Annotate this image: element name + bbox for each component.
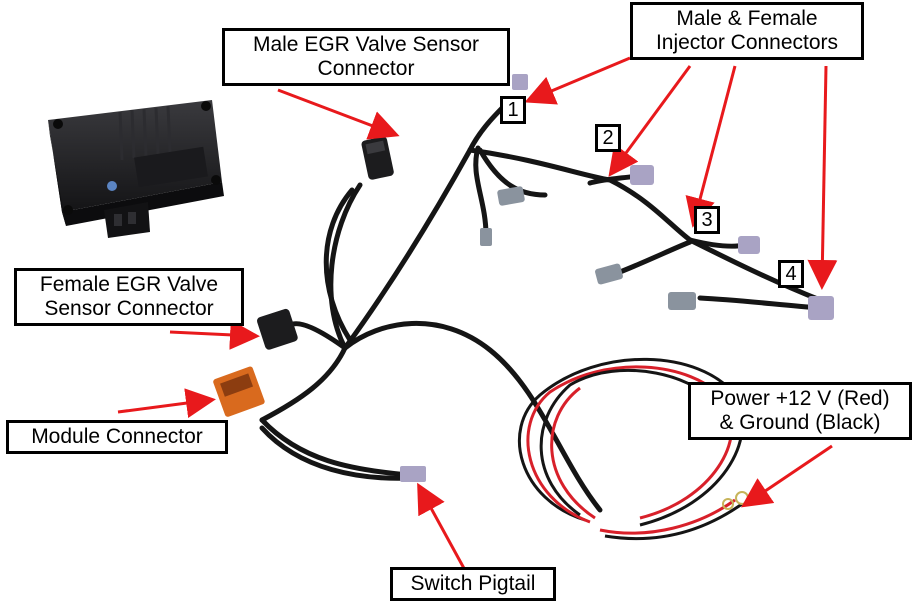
label-female-egr-sensor-connector: Female EGR Valve Sensor Connector bbox=[14, 268, 244, 326]
arrow-injector-4 bbox=[807, 65, 838, 290]
arrow-female-egr bbox=[169, 319, 260, 350]
arrow-power-ground bbox=[741, 444, 833, 508]
injector-1-plug bbox=[512, 74, 528, 90]
injector-number-3: 3 bbox=[694, 206, 720, 234]
injector-number-1: 1 bbox=[500, 96, 526, 124]
grey-plug bbox=[668, 292, 696, 310]
label-power-ground: Power +12 V (Red) & Ground (Black) bbox=[688, 382, 912, 440]
injector-number-2: 2 bbox=[595, 124, 621, 152]
label-male-egr-sensor-connector: Male EGR Valve Sensor Connector bbox=[222, 28, 510, 86]
male-egr-plug bbox=[361, 136, 394, 180]
module-connector-plug bbox=[213, 366, 265, 417]
injector-3-plug bbox=[738, 236, 760, 254]
arrow-module-connector bbox=[117, 388, 216, 418]
arrow-injector-1 bbox=[524, 56, 631, 105]
connectors bbox=[213, 74, 834, 482]
arrow-switch-pigtail bbox=[417, 482, 468, 573]
grey-plug bbox=[497, 186, 525, 206]
grey-plug bbox=[595, 263, 623, 285]
label-switch-pigtail: Switch Pigtail bbox=[390, 567, 556, 601]
callout-arrows bbox=[117, 56, 838, 573]
label-module-connector: Module Connector bbox=[6, 420, 228, 454]
injector-number-4: 4 bbox=[778, 260, 804, 288]
grey-plug bbox=[480, 228, 492, 246]
arrow-male-egr bbox=[277, 88, 400, 140]
power-ground-wires bbox=[517, 357, 744, 541]
switch-pigtail-plug bbox=[400, 466, 426, 482]
arrow-injector-3 bbox=[685, 65, 737, 228]
injector-2-plug bbox=[630, 165, 654, 185]
label-injector-connectors: Male & Female Injector Connectors bbox=[630, 2, 864, 60]
control-module-box bbox=[48, 100, 224, 238]
ring-terminal-icon bbox=[722, 498, 734, 510]
arrow-injector-2 bbox=[608, 65, 692, 177]
female-egr-plug bbox=[256, 308, 298, 350]
brand-logo-icon bbox=[107, 181, 117, 191]
injector-4-plug bbox=[808, 296, 834, 320]
